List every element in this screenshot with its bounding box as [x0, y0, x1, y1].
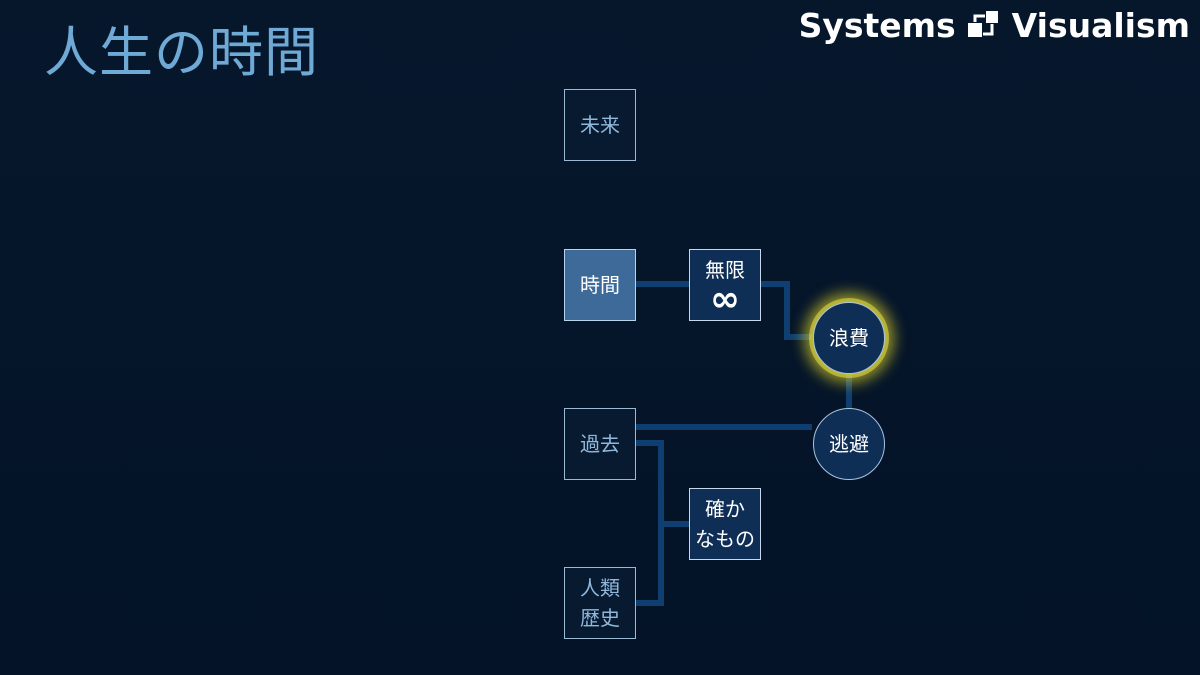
node-time: 時間	[564, 249, 636, 321]
node-certain-line2: なもの	[695, 527, 755, 551]
node-certain-line1: 確か	[705, 497, 745, 521]
brand-name-left: Systems	[798, 6, 956, 45]
brand-logo: Systems Visualism	[799, 6, 1190, 45]
node-past: 過去	[564, 408, 636, 480]
node-time-label: 時間	[580, 273, 620, 297]
node-escape: 逃避	[813, 408, 885, 480]
node-infinite-label: 無限	[705, 258, 745, 282]
node-history: 人類 歴史	[564, 567, 636, 639]
node-waste: 浪費	[813, 302, 885, 374]
node-past-label: 過去	[580, 432, 620, 456]
connector-past-history	[636, 440, 664, 606]
node-certain: 確か なもの	[689, 488, 761, 560]
brand-name-right: Visualism	[1011, 6, 1190, 45]
node-waste-label: 浪費	[829, 326, 869, 350]
node-future-label: 未来	[580, 113, 620, 137]
node-escape-label: 逃避	[829, 432, 869, 456]
systems-visualism-logo-icon	[967, 10, 998, 37]
infinity-icon: ∞	[710, 279, 740, 320]
node-future: 未来	[564, 89, 636, 161]
node-history-line1: 人類	[580, 576, 620, 600]
page-title: 人生の時間	[44, 21, 319, 84]
node-history-line2: 歴史	[580, 606, 620, 630]
node-infinite: 無限 ∞	[689, 249, 761, 321]
connector-infinite-waste	[760, 281, 812, 340]
